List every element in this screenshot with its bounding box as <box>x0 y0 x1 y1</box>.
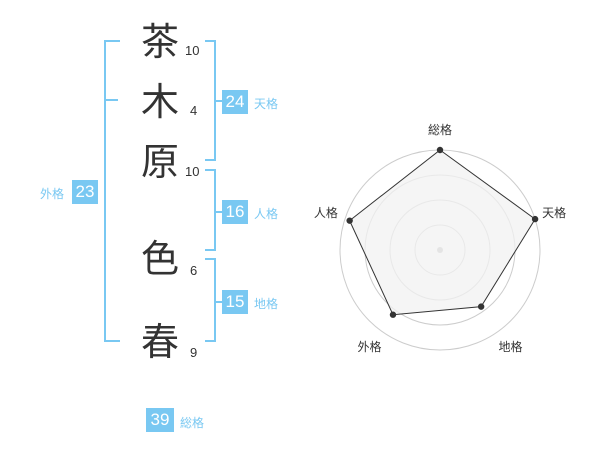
tenkaku-value: 24 <box>222 90 248 114</box>
radar-point-5 <box>346 217 353 224</box>
soukaku-value: 39 <box>146 408 174 432</box>
gaikaku-bracket <box>104 40 120 342</box>
tenkaku-label: 天格 <box>254 97 279 111</box>
name-char-3: 原 <box>140 140 179 184</box>
gaikaku-bracket-tick <box>104 99 118 101</box>
radar-axis-label-3: 地格 <box>498 339 522 354</box>
chikaku-value: 15 <box>222 290 248 314</box>
stroke-count-1: 10 <box>185 43 200 58</box>
radar-point-2 <box>531 215 539 223</box>
name-char-5: 春 <box>140 320 179 364</box>
jinkaku-bracket-tick <box>214 211 222 213</box>
radar-point-1 <box>436 146 444 154</box>
radar-axis-label-5: 人格 <box>314 205 338 220</box>
radar-axis-label-4: 外格 <box>357 339 381 354</box>
name-char-4: 色 <box>140 237 179 281</box>
gaikaku-label: 外格 <box>40 187 65 201</box>
gaikaku-value: 23 <box>72 180 98 204</box>
name-char-1: 茶 <box>140 20 179 64</box>
radar-axis-label-1: 総格 <box>428 122 452 137</box>
radar-axis-label-2: 天格 <box>542 205 566 220</box>
stroke-count-3: 10 <box>185 164 200 179</box>
soukaku-label: 総格 <box>180 416 205 430</box>
stroke-count-5: 9 <box>190 345 198 360</box>
chikaku-bracket-tick <box>214 301 222 303</box>
name-char-2: 木 <box>140 80 179 124</box>
chikaku-label: 地格 <box>254 297 279 311</box>
radar-point-4 <box>389 311 397 318</box>
stroke-count-2: 4 <box>190 103 198 118</box>
jinkaku-value: 16 <box>222 200 248 224</box>
stroke-count-4: 6 <box>190 263 198 278</box>
jinkaku-label: 人格 <box>254 207 279 221</box>
chikaku-bracket <box>205 258 216 342</box>
radar-series-polygon <box>348 149 536 316</box>
radar-point-3 <box>477 303 485 310</box>
tenkaku-bracket-tick <box>214 100 222 102</box>
jinkaku-bracket <box>205 169 216 251</box>
